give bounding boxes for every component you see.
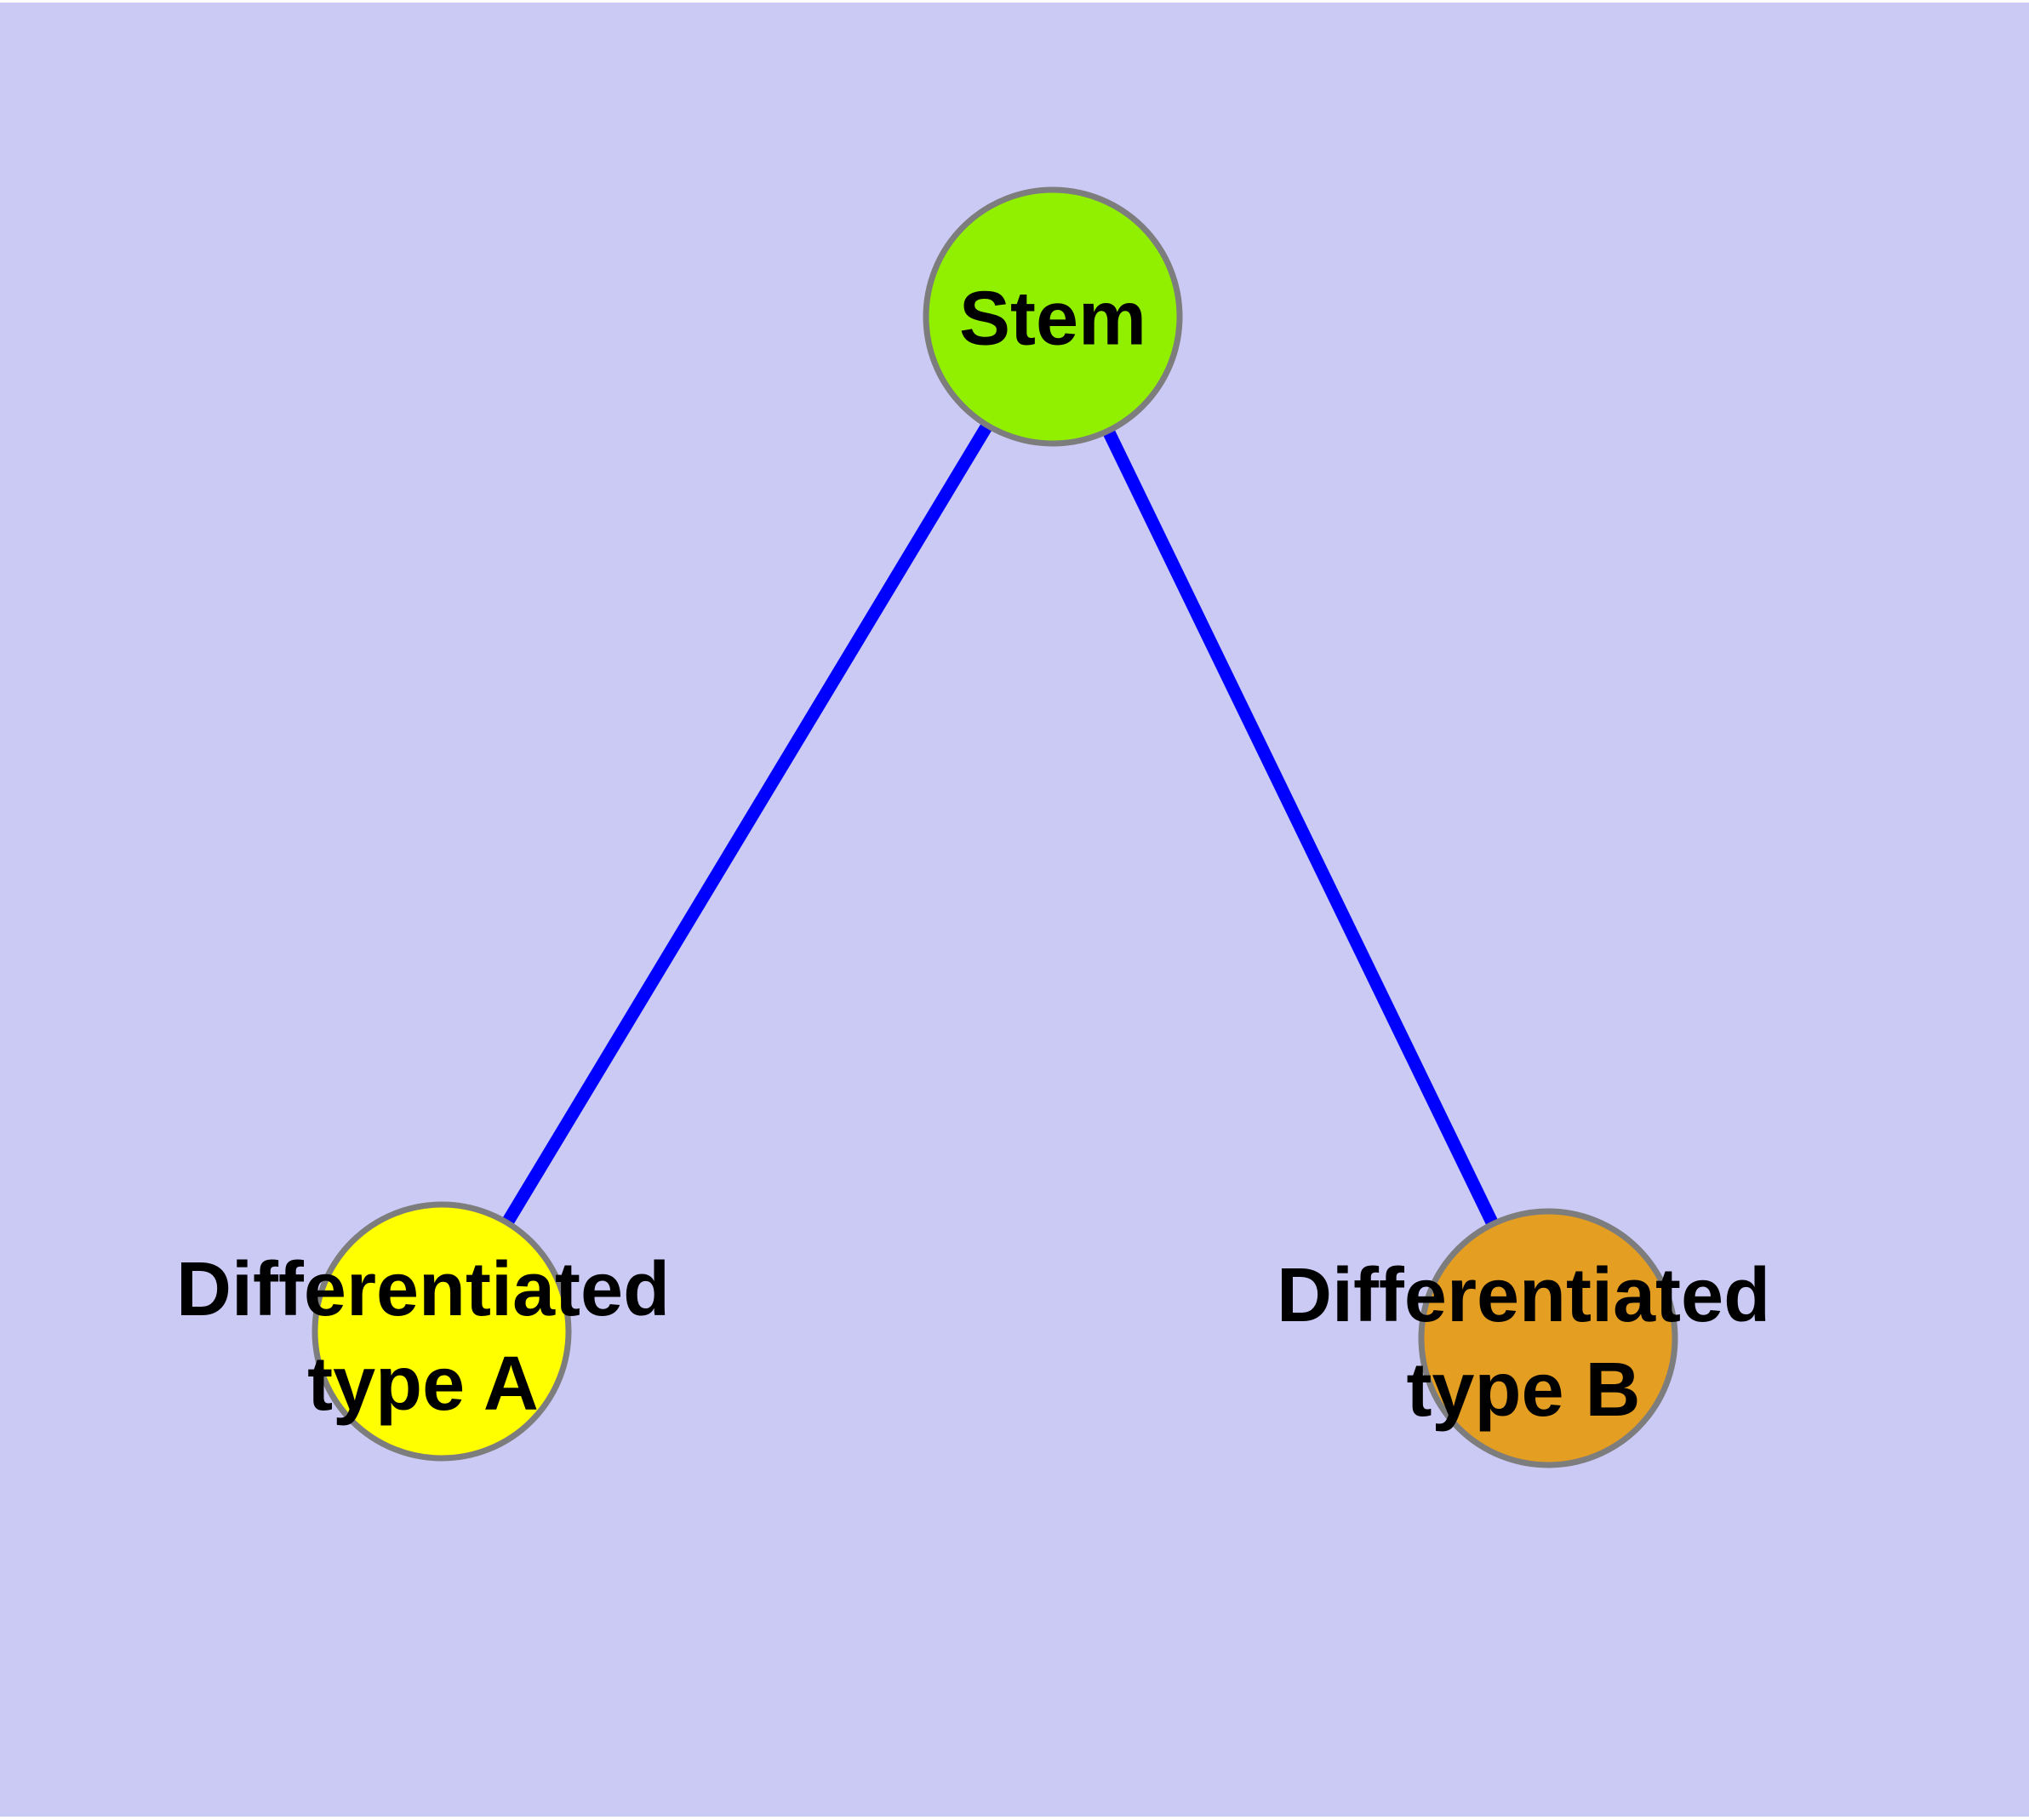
- node-type-a-circle: [311, 1201, 572, 1462]
- edge-stem-to-type-b: [1047, 313, 1554, 1342]
- node-type-b-label: Differentiated type B: [1276, 1253, 1771, 1433]
- node-type-b-circle: [1418, 1208, 1678, 1468]
- node-stem-circle: [923, 186, 1183, 447]
- node-type-a-label: Differentiated type A: [175, 1247, 671, 1427]
- node-stem-label: Stem: [958, 276, 1147, 362]
- edge-stem-to-type-a: [436, 313, 1059, 1335]
- node-layer: [311, 186, 1678, 1468]
- edge-layer: [436, 313, 1554, 1342]
